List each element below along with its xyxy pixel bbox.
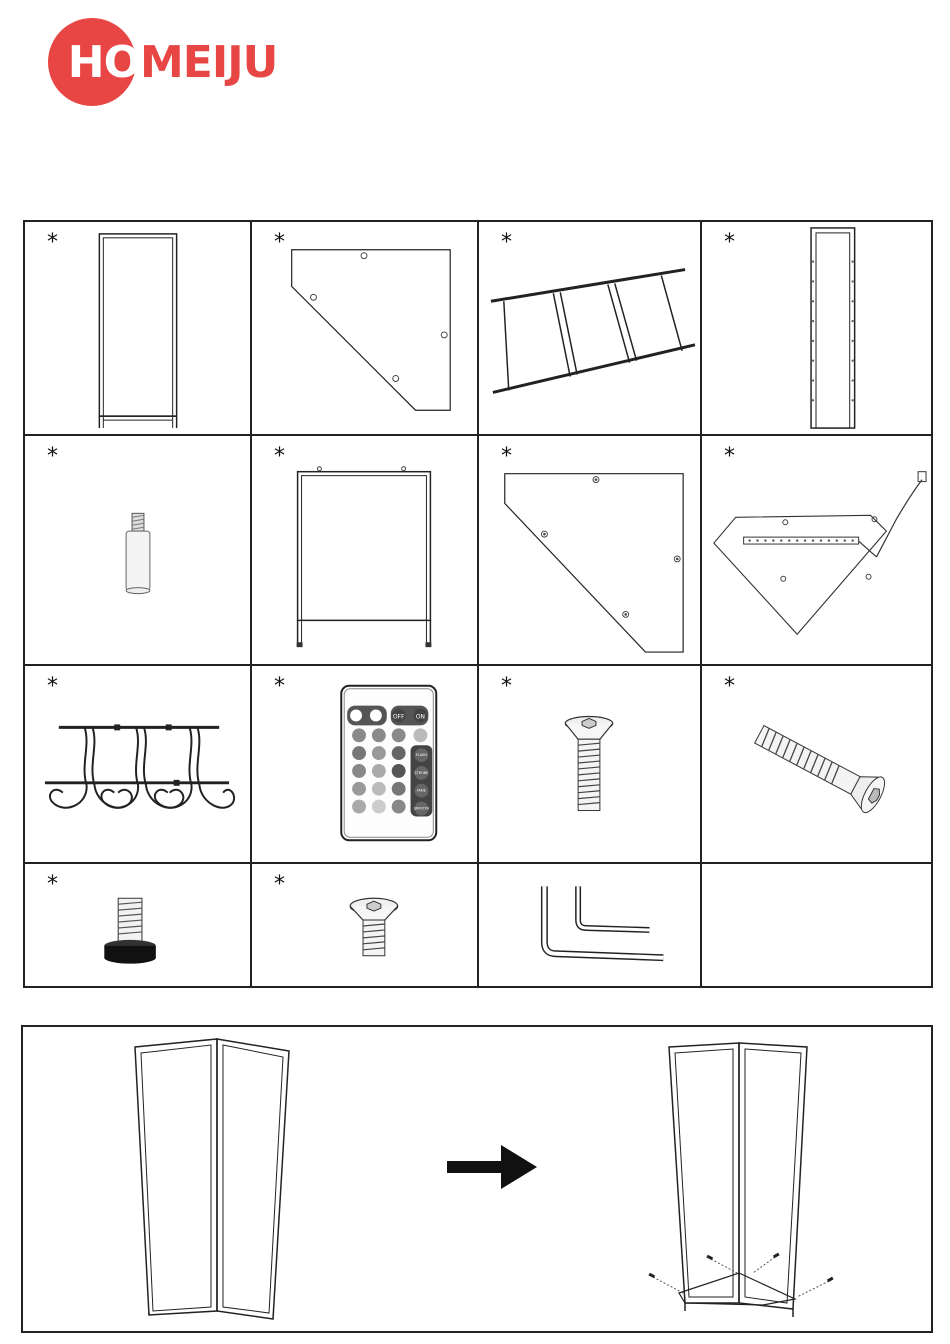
logo-circle: HO	[48, 18, 136, 106]
spacer-post-drawing	[25, 436, 250, 664]
remote-strobe-label: STROBE	[414, 771, 428, 775]
part-empty	[702, 864, 933, 988]
corner-shelf-plate-holes-drawing	[479, 436, 700, 664]
remote-smooth-label: SMOOTH	[414, 807, 430, 811]
frame-panel-drawing	[25, 222, 250, 434]
part-led-shelf: *	[702, 436, 933, 666]
frames-before	[135, 1039, 289, 1319]
part-short-screw: *	[252, 864, 479, 988]
part-glass-rack: *	[479, 222, 702, 436]
part-leveling-foot: *	[25, 864, 252, 988]
screws	[648, 1253, 833, 1283]
part-top-frame: *	[252, 436, 479, 666]
frames-after	[669, 1043, 807, 1317]
part-side-post: *	[702, 222, 933, 436]
part-remote-control: * OFF ON FLASH STROBE	[252, 666, 479, 864]
leveling-foot-drawing	[25, 864, 250, 988]
logo-text-ho: HO	[68, 37, 140, 88]
corner-shelf-plate-drawing	[252, 222, 477, 434]
allen-keys-drawing	[479, 864, 700, 988]
side-post-drawing	[702, 222, 931, 434]
remote-control-drawing: OFF ON FLASH STROBE FADE SMOOTH	[252, 666, 477, 862]
remote-on-label: ON	[416, 713, 425, 720]
screw-guides	[653, 1257, 829, 1297]
logo-text-rest: MEIJU	[140, 37, 277, 88]
part-allen-keys	[479, 864, 702, 988]
remote-off-label: OFF	[393, 713, 405, 720]
part-flat-head-bolt: *	[479, 666, 702, 864]
glass-rack-drawing	[479, 222, 700, 434]
long-bolt-drawing	[702, 666, 931, 862]
part-corner-shelf-plate-holes: *	[479, 436, 702, 666]
assembly-step	[21, 1025, 933, 1333]
parts-grid: * * *	[23, 220, 933, 988]
arrow-right-icon	[447, 1145, 537, 1189]
part-spacer-post: *	[25, 436, 252, 666]
brand-logo: HO MEIJU	[48, 18, 277, 106]
part-long-bolt: *	[702, 666, 933, 864]
flat-head-bolt-drawing	[479, 666, 700, 862]
led-shelf-drawing	[702, 436, 931, 664]
part-frame-panel: *	[25, 222, 252, 436]
remote-flash-label: FLASH	[416, 753, 428, 757]
short-screw-drawing	[252, 864, 477, 988]
part-corner-shelf-plate: *	[252, 222, 479, 436]
assembly-step-drawing	[23, 1027, 931, 1331]
remote-fade-label: FADE	[417, 789, 426, 793]
part-wine-glass-holder: *	[25, 666, 252, 864]
top-frame-drawing	[252, 436, 477, 664]
wine-glass-holder-drawing	[25, 666, 250, 862]
